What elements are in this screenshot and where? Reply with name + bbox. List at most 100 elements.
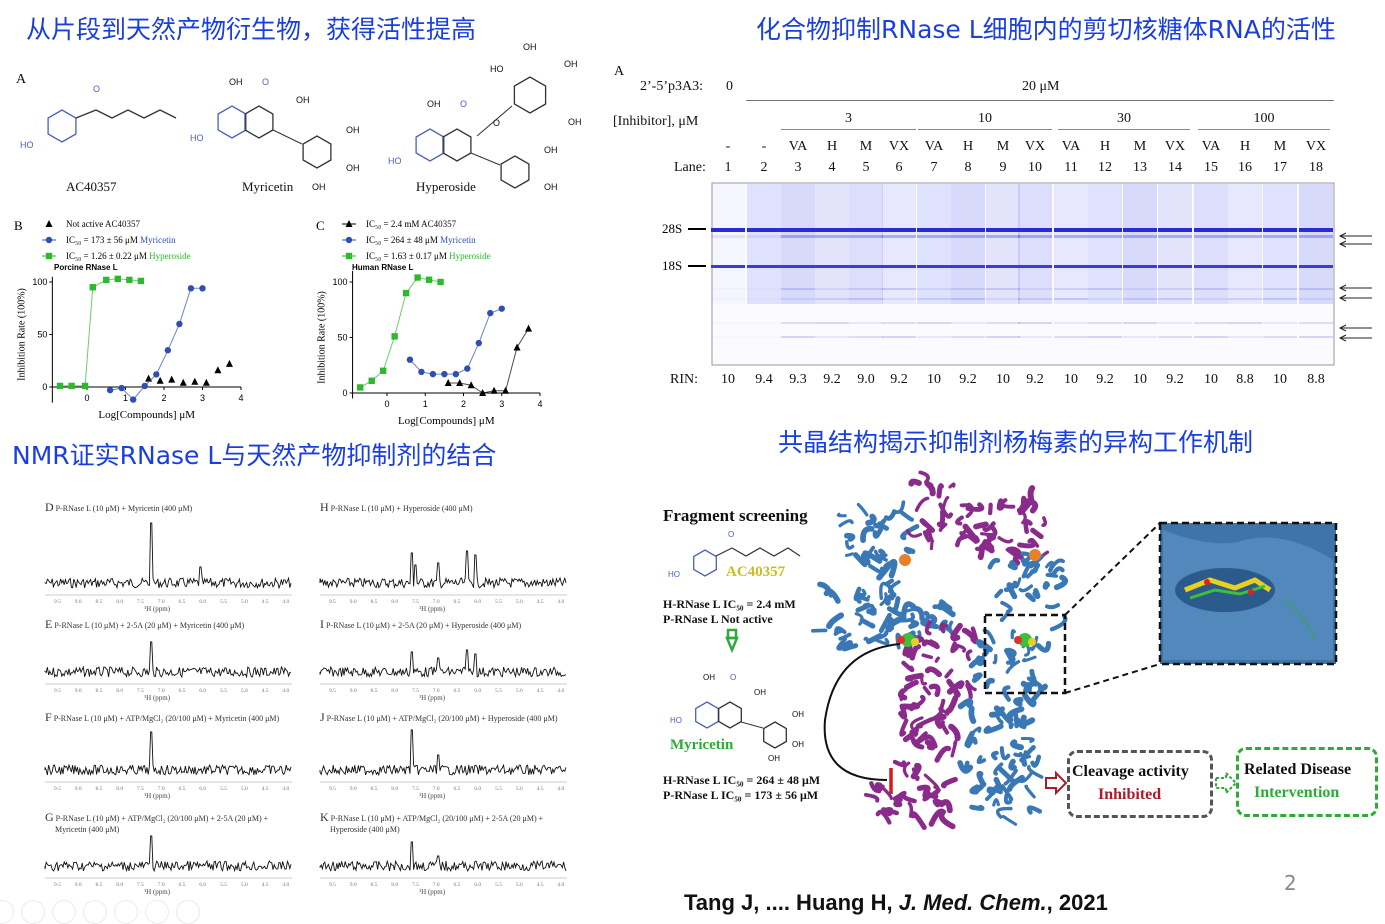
subtitles-icon[interactable] (145, 900, 169, 924)
protein-ribbon (961, 531, 965, 534)
ring (443, 129, 471, 161)
divider (918, 129, 1052, 130)
spectrum-trace (320, 551, 566, 588)
protein-ribbon (935, 801, 943, 805)
protein-ribbon (1026, 786, 1034, 797)
protein-ribbon (942, 722, 947, 732)
ppm-tick: 8.5 (371, 786, 378, 792)
protein-ribbon (862, 620, 873, 626)
title-nmr: NMR证实RNase L与天然产物抑制剂的结合 (12, 436, 496, 472)
protein-ribbon (978, 757, 984, 762)
protein-ribbon (846, 554, 852, 556)
data-point-hyperoside (369, 378, 375, 384)
ring (218, 106, 246, 138)
ppm-axis-label: ¹H (ppm) (144, 888, 171, 896)
band-28s (1194, 228, 1228, 232)
atom-label: HO (490, 64, 504, 74)
protein-ribbon (928, 669, 940, 674)
data-point-ac40357 (491, 387, 498, 394)
atom-label: OH (792, 710, 804, 719)
band-18s (1194, 265, 1228, 268)
x-axis-label: Log[Compounds] μM (398, 415, 495, 427)
slides-icon[interactable] (83, 900, 107, 924)
ppm-tick: 6.5 (179, 688, 186, 694)
spectrum-trace (45, 732, 291, 775)
atom-label: OH (754, 688, 766, 697)
nmr-panel-letter: D (45, 500, 54, 514)
band-28s (1123, 228, 1157, 232)
data-point-hyperoside (82, 383, 88, 389)
ppm-tick: 5.0 (241, 882, 248, 888)
ppm-tick: 6.0 (199, 786, 206, 792)
atom-label: OH (346, 125, 360, 135)
ppm-tick: 8.5 (371, 882, 378, 888)
band-28s (1158, 228, 1192, 232)
atom-label: O (728, 530, 734, 539)
band-18s (711, 265, 745, 268)
data-point-myricetin (499, 305, 505, 311)
ppm-tick: 6.0 (199, 882, 206, 888)
protein-ribbon (1033, 757, 1039, 766)
ring (245, 106, 273, 138)
protein-ribbon (917, 498, 928, 510)
protein-ribbon (1010, 712, 1014, 716)
ppm-tick: 9.5 (54, 882, 61, 888)
atom-label: O (460, 99, 467, 109)
fragment-ic50-porcine: P-RNase L Not active (663, 612, 773, 627)
arrow-left-icon (1340, 325, 1372, 331)
atom-label: O (93, 84, 100, 94)
band-28s (849, 228, 883, 232)
ppm-tick: 4.5 (537, 688, 544, 694)
protein-ribbon (887, 595, 893, 603)
ppm-tick: 5.0 (516, 786, 523, 792)
ppm-tick: 8.5 (96, 882, 103, 888)
band-28s (1088, 228, 1122, 232)
data-point-myricetin (199, 285, 205, 291)
data-point-hyperoside (68, 383, 74, 389)
protein-ribbon (931, 686, 938, 694)
ppm-tick: 4.0 (282, 882, 289, 888)
ppm-tick: 6.5 (454, 882, 461, 888)
ppm-tick: 6.0 (474, 882, 481, 888)
legend-marker (46, 237, 52, 243)
band-18s (1158, 265, 1192, 268)
protein-ribbon (943, 498, 947, 509)
arrow-left-icon (1340, 233, 1372, 239)
protein-ribbon (998, 717, 1002, 722)
ppm-tick: 5.5 (495, 688, 502, 694)
ppm-tick: 5.5 (220, 688, 227, 694)
ppm-tick: 9.0 (350, 688, 357, 694)
atom-label: OH (312, 182, 326, 192)
ppm-tick: 6.0 (474, 786, 481, 792)
protein-ribbon (908, 531, 921, 537)
previous-icon[interactable] (0, 900, 14, 924)
divider (1058, 129, 1190, 130)
data-point-ac40357 (502, 387, 509, 394)
lane-number: 17 (1265, 160, 1295, 176)
lane-number: 15 (1196, 160, 1226, 176)
ppm-tick: 9.5 (329, 688, 336, 694)
atom-label: OH (544, 182, 558, 192)
protein-ribbon (1002, 500, 1013, 507)
inhibitor-label: [Inhibitor], μM (613, 114, 698, 130)
pen-icon[interactable] (52, 900, 76, 924)
cleavage-activity-label: Cleavage activity (1072, 763, 1189, 781)
lane-number: 11 (1056, 160, 1086, 176)
lane-number: 14 (1160, 160, 1190, 176)
zoom-icon[interactable] (114, 900, 138, 924)
binding-site-inset (985, 520, 1345, 700)
protein-ribbon (1015, 754, 1021, 755)
gel-lane (1228, 184, 1262, 304)
band-28s (781, 228, 815, 232)
protein-ribbon (920, 472, 928, 482)
fragment-ic50-human: H-RNase L IC₅₀ = 2.4 mM (663, 597, 796, 612)
next-icon[interactable] (21, 900, 45, 924)
ppm-tick: 5.0 (241, 786, 248, 792)
more-icon[interactable] (176, 900, 200, 924)
data-point-ac40357 (191, 378, 198, 385)
protein-ribbon (906, 549, 912, 551)
fit-curve-myricetin (110, 288, 202, 399)
